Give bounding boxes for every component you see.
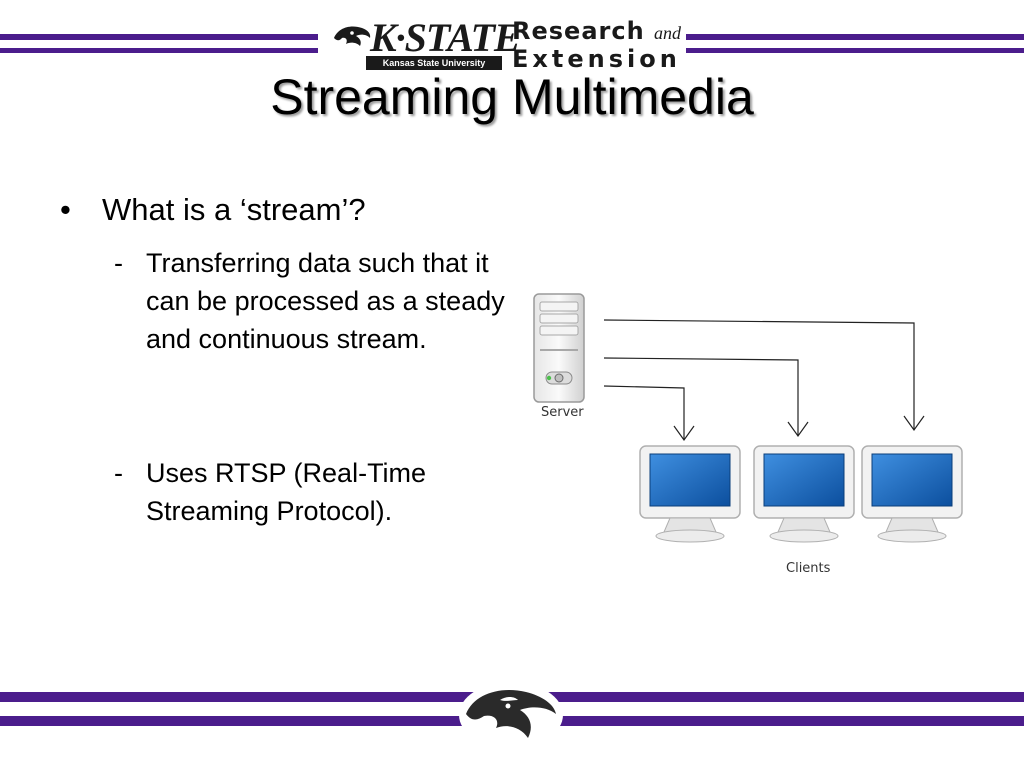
slide-title: Streaming Multimedia	[270, 69, 754, 125]
server-clients-diagram	[533, 293, 963, 543]
stream-arrows	[603, 319, 925, 442]
client-monitor-icon	[861, 445, 963, 543]
sub-bullet-marker: -	[114, 458, 123, 488]
client-monitor-icon	[639, 445, 741, 543]
client-monitor-icon	[753, 445, 855, 543]
extension-wordmark: Extension	[512, 45, 681, 73]
research-text: Research	[512, 17, 645, 45]
sub-bullet-marker: -	[114, 248, 123, 278]
kansas-state-university-label: Kansas State University	[366, 56, 502, 70]
kstate-wordmark: K·STATE	[370, 15, 521, 60]
bullet-text: What is a ‘stream’?	[102, 192, 366, 227]
clients-label: Clients	[786, 561, 831, 576]
sub-bullet-text: Uses RTSP (Real-Time Streaming Protocol)…	[146, 458, 427, 526]
wildcat-icon	[334, 26, 371, 46]
sub-bullet-text: Transferring data such that it can be pr…	[146, 248, 505, 354]
kstate-research-extension-logo: K·STATE Kansas State University Research…	[318, 14, 686, 74]
bullet-marker: •	[60, 192, 71, 227]
streaming-diagram: Server Clients	[520, 280, 990, 580]
wildcat-logo-icon	[459, 682, 563, 748]
research-wordmark: Research and	[512, 18, 681, 46]
server-label: Server	[541, 405, 584, 420]
and-text: and	[654, 23, 682, 43]
server-icon	[533, 293, 585, 403]
